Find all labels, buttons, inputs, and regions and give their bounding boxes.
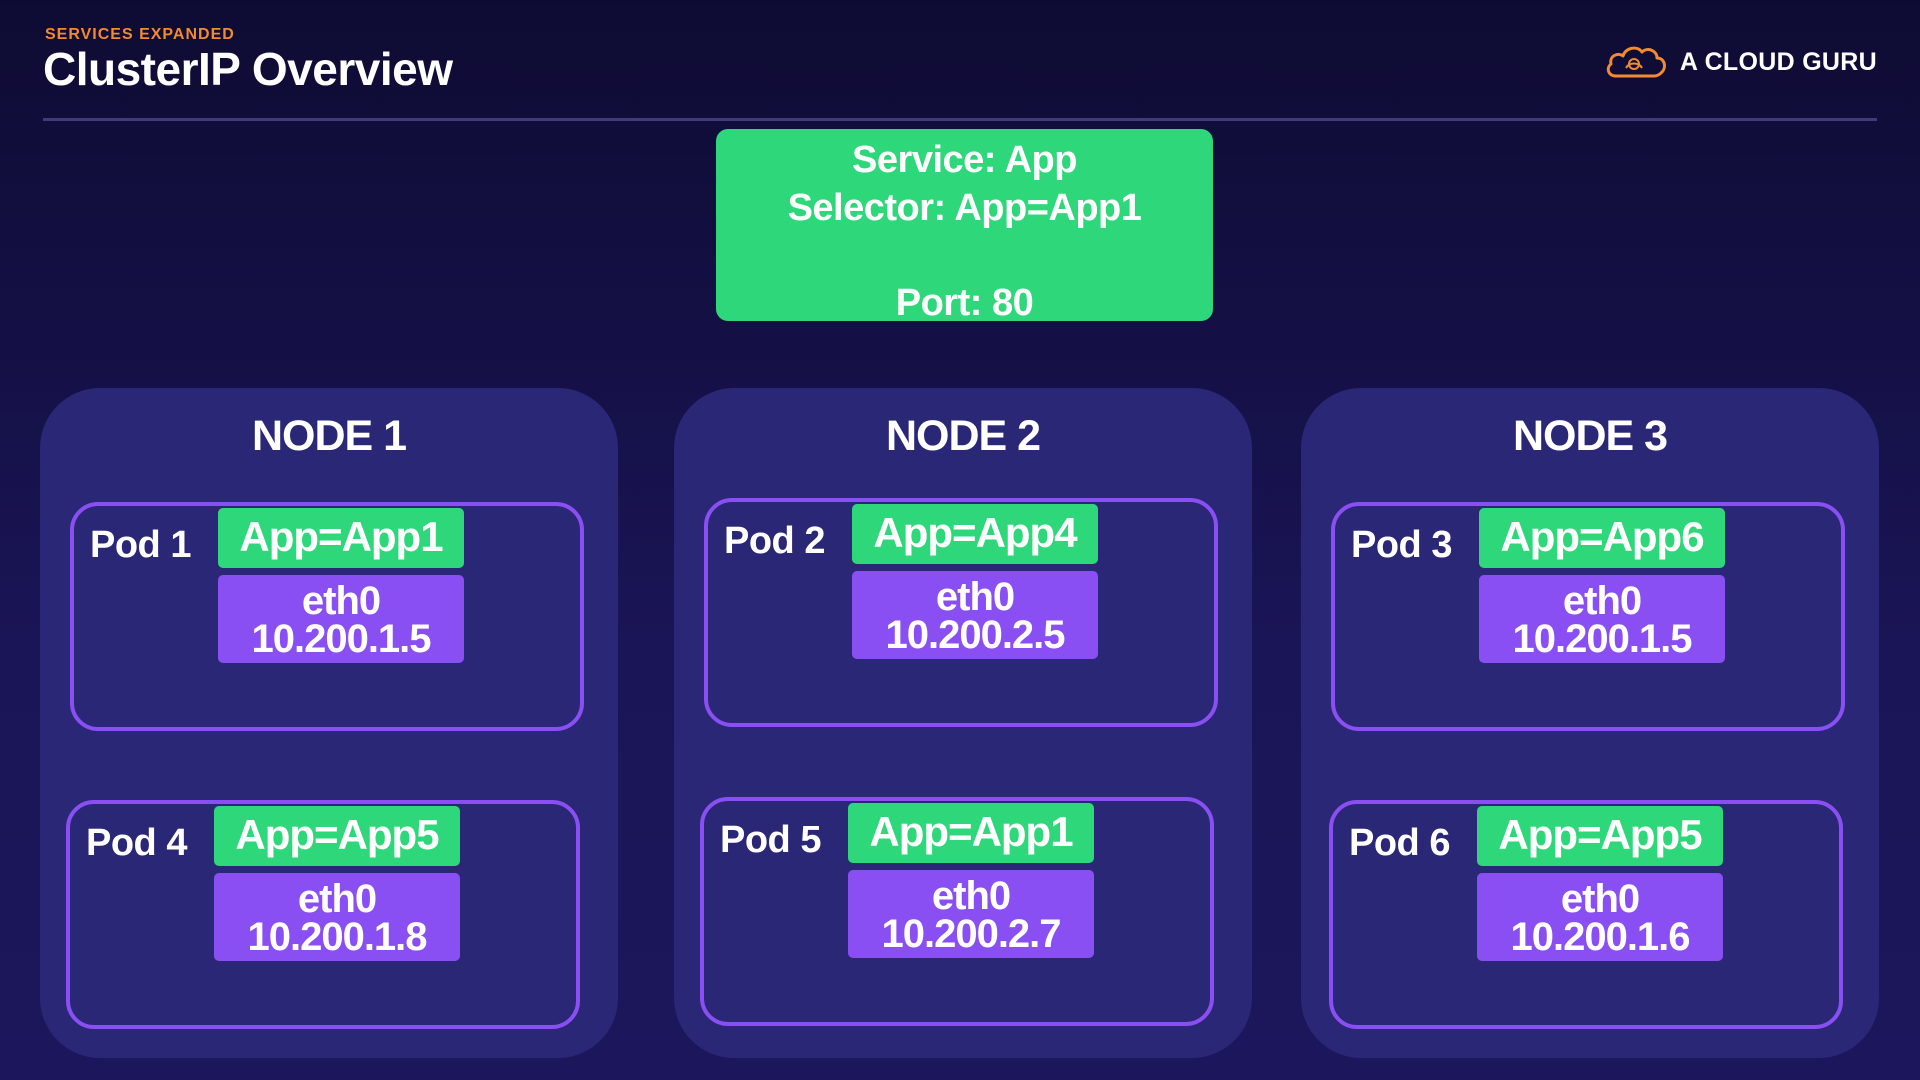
pod-label: Pod 6	[1349, 822, 1450, 864]
pod-3: Pod 3 App=App6 eth0 10.200.1.5	[1331, 502, 1845, 731]
pod-ip-address: 10.200.1.5	[251, 617, 431, 661]
pod-label: Pod 4	[86, 822, 187, 864]
node-title: NODE 1	[251, 412, 407, 460]
interface-name: eth0	[1560, 877, 1640, 921]
pod-label: Pod 5	[720, 819, 821, 861]
pod-ip-address: 10.200.2.7	[881, 912, 1061, 956]
pod-1: Pod 1 App=App1 eth0 10.200.1.5	[70, 502, 584, 731]
network-interface-box: eth0 10.200.2.7	[848, 870, 1094, 958]
app-label-tag: App=App5	[214, 806, 460, 866]
pod-5: Pod 5 App=App1 eth0 10.200.2.7	[700, 797, 1214, 1026]
pod-6: Pod 6 App=App5 eth0 10.200.1.6	[1329, 800, 1843, 1029]
service-selector: Selector: App=App1	[787, 187, 1142, 229]
node-1: NODE 1 Pod 1 App=App1 eth0 10.200.1.5 Po…	[40, 388, 618, 1058]
service-port: Port: 80	[895, 282, 1034, 324]
pod-ip-address: 10.200.2.5	[885, 613, 1065, 657]
section-eyebrow: SERVICES EXPANDED	[45, 26, 235, 43]
app-label-tag: App=App1	[218, 508, 464, 568]
network-interface-box: eth0 10.200.1.5	[1479, 575, 1725, 663]
interface-name: eth0	[931, 874, 1011, 918]
pod-label: Pod 2	[724, 520, 825, 562]
interface-name: eth0	[297, 877, 377, 921]
service-box: Service: App Selector: App=App1 Port: 80	[716, 129, 1213, 324]
app-label-tag: App=App1	[848, 803, 1094, 863]
network-interface-box: eth0 10.200.1.8	[214, 873, 460, 961]
app-label-tag: App=App4	[852, 504, 1098, 564]
pod-ip-address: 10.200.1.6	[1510, 915, 1690, 959]
node-2: NODE 2 Pod 2 App=App4 eth0 10.200.2.5 Po…	[674, 388, 1252, 1058]
pod-label: Pod 1	[90, 524, 191, 566]
node-title: NODE 3	[1512, 412, 1668, 460]
pod-ip-address: 10.200.1.5	[1512, 617, 1692, 661]
app-label-tag: App=App6	[1479, 508, 1725, 568]
pod-4: Pod 4 App=App5 eth0 10.200.1.8	[66, 800, 580, 1029]
pod-label: Pod 3	[1351, 524, 1452, 566]
node-3: NODE 3 Pod 3 App=App6 eth0 10.200.1.5 Po…	[1301, 388, 1879, 1058]
pod-2: Pod 2 App=App4 eth0 10.200.2.5	[704, 498, 1218, 727]
node-title: NODE 2	[885, 412, 1041, 460]
service-name: Service: App	[852, 139, 1077, 181]
cloud-logo-icon	[1604, 42, 1668, 82]
interface-name: eth0	[301, 579, 381, 623]
network-interface-box: eth0 10.200.1.5	[218, 575, 464, 663]
app-label-tag: App=App5	[1477, 806, 1723, 866]
header-divider	[43, 118, 1877, 121]
network-interface-box: eth0 10.200.1.6	[1477, 873, 1723, 961]
interface-name: eth0	[1562, 579, 1642, 623]
pod-ip-address: 10.200.1.8	[247, 915, 427, 959]
brand-name: A CLOUD GURU	[1679, 47, 1877, 76]
page-title: ClusterIP Overview	[43, 43, 453, 95]
network-interface-box: eth0 10.200.2.5	[852, 571, 1098, 659]
interface-name: eth0	[935, 575, 1015, 619]
brand-logo: A CLOUD GURU	[1604, 42, 1877, 82]
